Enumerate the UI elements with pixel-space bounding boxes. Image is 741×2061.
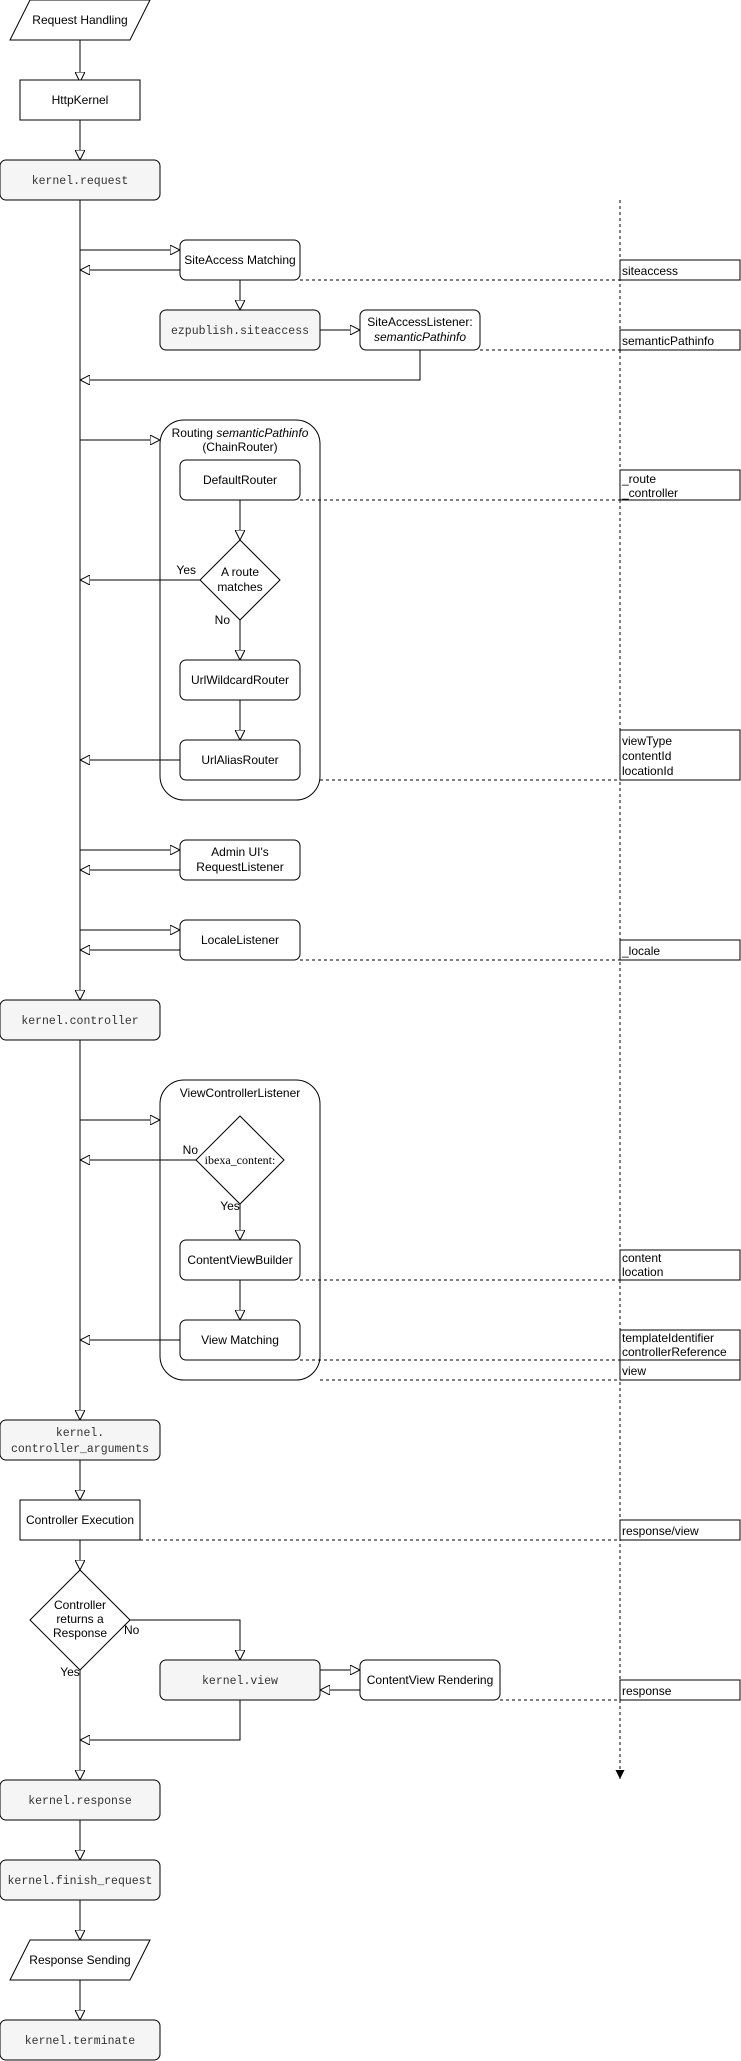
kernel-controller-arguments-node <box>0 1419 161 1461</box>
route-matches-decision <box>199 539 281 621</box>
edge-listener-back <box>80 350 421 380</box>
siteaccess-listener-node <box>359 309 481 351</box>
attr-location-id-label: locationId <box>622 764 673 778</box>
http-kernel-node <box>19 79 141 121</box>
route-no-label: No <box>215 613 231 627</box>
attr-response-box <box>619 1679 741 1701</box>
edge-view-back <box>80 1700 241 1740</box>
controller-no-label: No <box>124 1623 140 1637</box>
content-view-builder-node <box>179 1239 301 1281</box>
attr-content-box <box>619 1249 741 1281</box>
view-matching-label: View Matching <box>201 1333 279 1347</box>
attr-view-label: view <box>622 1364 646 1378</box>
urlalias-router-label: UrlAliasRouter <box>201 753 278 767</box>
ezpublish-siteaccess-label: ezpublish.siteaccess <box>171 325 309 338</box>
attr-controller-label: _controller <box>621 486 678 500</box>
controller-returns-label-1: Controller <box>54 1598 106 1612</box>
kernel-controller-node <box>0 999 161 1041</box>
attr-location-label: location <box>622 1265 663 1279</box>
kernel-finish-request-label: kernel.finish_request <box>8 1875 153 1888</box>
ibexa-yes-label: Yes <box>220 1199 240 1213</box>
ibexa-content-decision <box>195 1115 285 1205</box>
kernel-terminate-label: kernel.terminate <box>25 2035 136 2048</box>
controller-execution-label: Controller Execution <box>26 1513 134 1527</box>
attr-response-view-label: response/view <box>622 1524 699 1538</box>
attr-siteaccess-box <box>619 259 741 281</box>
admin-ui-label-1: Admin UI's <box>211 845 269 859</box>
view-controller-group <box>159 1079 321 1381</box>
kernel-finish-request-node <box>0 1859 161 1901</box>
routing-group-subtitle: (ChainRouter) <box>202 440 277 454</box>
controller-execution-node <box>19 1499 141 1541</box>
controller-returns-label-3: Response <box>53 1626 107 1640</box>
attr-template-box <box>619 1329 741 1361</box>
controller-yes-label: Yes <box>60 1665 80 1679</box>
attr-siteaccess-label: siteaccess <box>622 264 678 278</box>
kernel-terminate-node <box>0 2019 161 2061</box>
kernel-controller-label: kernel.controller <box>21 1015 138 1028</box>
route-matches-label-2: matches <box>217 580 262 594</box>
urlalias-router-node <box>179 739 301 781</box>
urlwildcard-router-node <box>179 659 301 701</box>
route-matches-label-1: A route <box>221 565 259 579</box>
attr-route-box <box>619 469 741 501</box>
siteaccess-matching-node <box>179 239 301 281</box>
kernel-response-label: kernel.response <box>28 1795 132 1808</box>
attr-content-id-label: contentId <box>622 749 671 763</box>
contentview-rendering-node <box>359 1659 501 1701</box>
attr-content-label: content <box>622 1251 662 1265</box>
kernel-request-node <box>0 159 161 201</box>
response-sending-label: Response Sending <box>29 1953 130 1967</box>
kernel-view-node <box>159 1659 321 1701</box>
locale-listener-label: LocaleListener <box>201 933 279 947</box>
attr-view-type-label: viewType <box>622 734 672 748</box>
edge-decision-no <box>130 1619 240 1660</box>
ibexa-content-label: ibexa_content: <box>205 1153 276 1167</box>
response-sending-node <box>9 1939 151 1981</box>
http-kernel-label: HttpKernel <box>52 93 109 107</box>
default-router-node <box>179 459 301 501</box>
controller-returns-label-2: returns a <box>56 1612 104 1626</box>
ibexa-no-label: No <box>183 1143 199 1157</box>
kernel-view-label: kernel.view <box>202 1675 278 1688</box>
locale-listener-node <box>179 919 301 961</box>
kernel-response-node <box>0 1779 161 1821</box>
contentview-rendering-label: ContentView Rendering <box>367 1673 494 1687</box>
siteaccess-listener-label-2: semanticPathinfo <box>374 330 466 344</box>
request-handling-label: Request Handling <box>32 13 127 27</box>
view-controller-group-title: ViewControllerListener <box>180 1086 301 1100</box>
edges <box>80 40 625 2020</box>
attr-response-view-box <box>619 1519 741 1541</box>
kernel-request-label: kernel.request <box>32 175 129 188</box>
attr-semantic-pathinfo-label: semanticPathinfo <box>622 334 714 348</box>
attr-view-type-box <box>619 729 741 781</box>
controller-returns-decision <box>29 1569 131 1671</box>
routing-group <box>159 419 321 801</box>
kernel-controller-arguments-label-2: controller_arguments <box>11 1443 149 1456</box>
view-matching-node <box>179 1319 301 1361</box>
attr-locale-label: _locale <box>621 944 660 958</box>
content-view-builder-label: ContentViewBuilder <box>187 1253 292 1267</box>
routing-group-title: Routing semanticPathinfo <box>172 426 309 440</box>
attr-response-label: response <box>622 1684 672 1698</box>
kernel-controller-arguments-label-1: kernel. <box>56 1427 104 1440</box>
attr-template-identifier-label: templateIdentifier <box>622 1331 714 1345</box>
attr-controller-reference-label: controllerReference <box>622 1345 727 1359</box>
siteaccess-listener-label-1: SiteAccessListener: <box>367 315 472 329</box>
attr-view-box <box>619 1359 741 1381</box>
ezpublish-siteaccess-node <box>159 309 321 351</box>
attr-semantic-pathinfo-box <box>619 329 741 351</box>
urlwildcard-router-label: UrlWildcardRouter <box>191 673 289 687</box>
admin-ui-node <box>179 839 301 881</box>
attr-route-label: _route <box>621 472 656 486</box>
admin-ui-label-2: RequestListener <box>196 860 283 874</box>
request-handling-node <box>9 0 151 41</box>
route-yes-label: Yes <box>176 563 196 577</box>
default-router-label: DefaultRouter <box>203 473 277 487</box>
siteaccess-matching-label: SiteAccess Matching <box>184 253 295 267</box>
attr-locale-box <box>619 939 741 961</box>
